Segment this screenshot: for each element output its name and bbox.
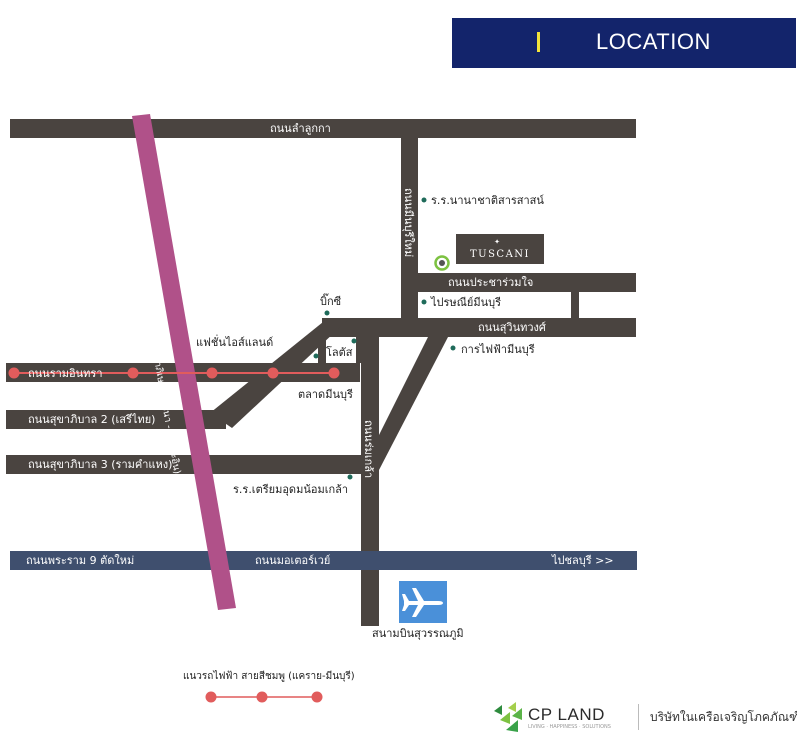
poi-min-buri-market: ตลาดมีนบุรี xyxy=(298,388,353,401)
airport-marker: สนามบินสุวรรณภูมิ xyxy=(372,581,464,640)
station xyxy=(328,367,340,379)
poi-dot xyxy=(421,299,427,305)
poi-bigc: บิ๊กซี xyxy=(320,293,342,308)
project-name: TUSCANI xyxy=(470,249,530,260)
label-motorway: ถนนมอเตอร์เวย์ xyxy=(255,554,330,567)
footer-divider xyxy=(638,704,639,730)
footer-group: บริษัทในเครือเจริญโภคภัณฑ์ xyxy=(650,710,797,724)
project-ornament: ✦ xyxy=(494,238,500,246)
label-rom-klao: ถนนร่มเกล้า xyxy=(362,420,375,478)
label-rama9-new: ถนนพระราม 9 ตัดใหม่ xyxy=(26,554,134,567)
poi-lotus: โลตัส xyxy=(326,345,353,359)
label-pracha-ruam-jai: ถนนประชาร่วมใจ xyxy=(448,276,533,289)
legend-station xyxy=(205,691,217,703)
airplane-icon xyxy=(402,588,443,617)
road-sukhapiban-2 xyxy=(6,410,226,429)
legend-station xyxy=(256,691,268,703)
road-sukhapiban-3 xyxy=(6,455,378,474)
poi-post-office: ไปรษณีย์มีนบุรี xyxy=(430,296,501,309)
poi-dot xyxy=(450,345,456,351)
header-accent-bar xyxy=(537,32,540,52)
station xyxy=(267,367,279,379)
label-suwinthawong: ถนนสุวินทวงศ์ xyxy=(478,321,546,334)
label-lam-luk-ka: ถนนลำลูกกา xyxy=(270,122,331,135)
poi-school-intl: ร.ร.นานาชาติสารสาสน์ xyxy=(431,194,544,207)
road-connector xyxy=(571,291,579,323)
station xyxy=(206,367,218,379)
station xyxy=(127,367,139,379)
page-title: LOCATION xyxy=(596,29,711,54)
legend-label: แนวรถไฟฟ้า สายสีชมพู (แคราย-มีนบุรี) xyxy=(183,670,355,682)
project-label-box xyxy=(456,234,544,264)
road-lam-luk-ka xyxy=(10,119,636,138)
pink-line xyxy=(8,367,340,379)
road-rom-klao xyxy=(361,336,379,626)
project-marker: ✦ TUSCANI xyxy=(434,234,544,271)
poi-school-triam: ร.ร.เตรียมอุดมน้อมเกล้า xyxy=(233,483,348,496)
road-kanchana xyxy=(132,114,236,610)
poi-dot xyxy=(313,353,319,359)
road-diagonal-east xyxy=(369,337,448,470)
road-motorway xyxy=(10,551,637,570)
road-pracha-ruam-jai xyxy=(410,273,636,292)
location-header: LOCATION xyxy=(452,18,796,68)
poi-dot xyxy=(421,197,427,203)
poi-fashion-island: แฟชั่นไอส์แลนด์ xyxy=(196,334,273,349)
road-suwinthawong xyxy=(322,318,636,337)
footer-brand: CP LAND xyxy=(528,705,605,724)
poi-dot xyxy=(347,474,353,480)
poi-electricity: การไฟฟ้ามีนบุรี xyxy=(461,343,535,356)
legend: แนวรถไฟฟ้า สายสีชมพู (แคราย-มีนบุรี) xyxy=(183,670,355,703)
road-lotus-west xyxy=(318,333,326,363)
footer-brand-sub: LIVING · HAPPINESS · SOLUTIONS xyxy=(528,724,611,730)
poi-airport: สนามบินสุวรรณภูมิ xyxy=(372,627,464,640)
legend-station xyxy=(311,691,323,703)
poi-dot xyxy=(351,338,357,344)
station xyxy=(8,367,20,379)
road-lotus-east xyxy=(356,333,364,363)
poi-dot xyxy=(324,310,330,316)
label-min-buri: ถนนมีนบุรีใหม่ xyxy=(402,188,415,257)
label-sukhapiban-2: ถนนสุขาภิบาล 2 (เสรีไทย) xyxy=(28,413,155,426)
label-ram-intra: ถนนรามอินทรา xyxy=(28,367,103,380)
label-to-chonburi: ไปชลบุรี >> xyxy=(551,554,614,567)
label-sukhapiban-3: ถนนสุขาภิบาล 3 (รามคำแหง) xyxy=(28,458,172,471)
cp-land-logo-icon xyxy=(494,702,522,732)
